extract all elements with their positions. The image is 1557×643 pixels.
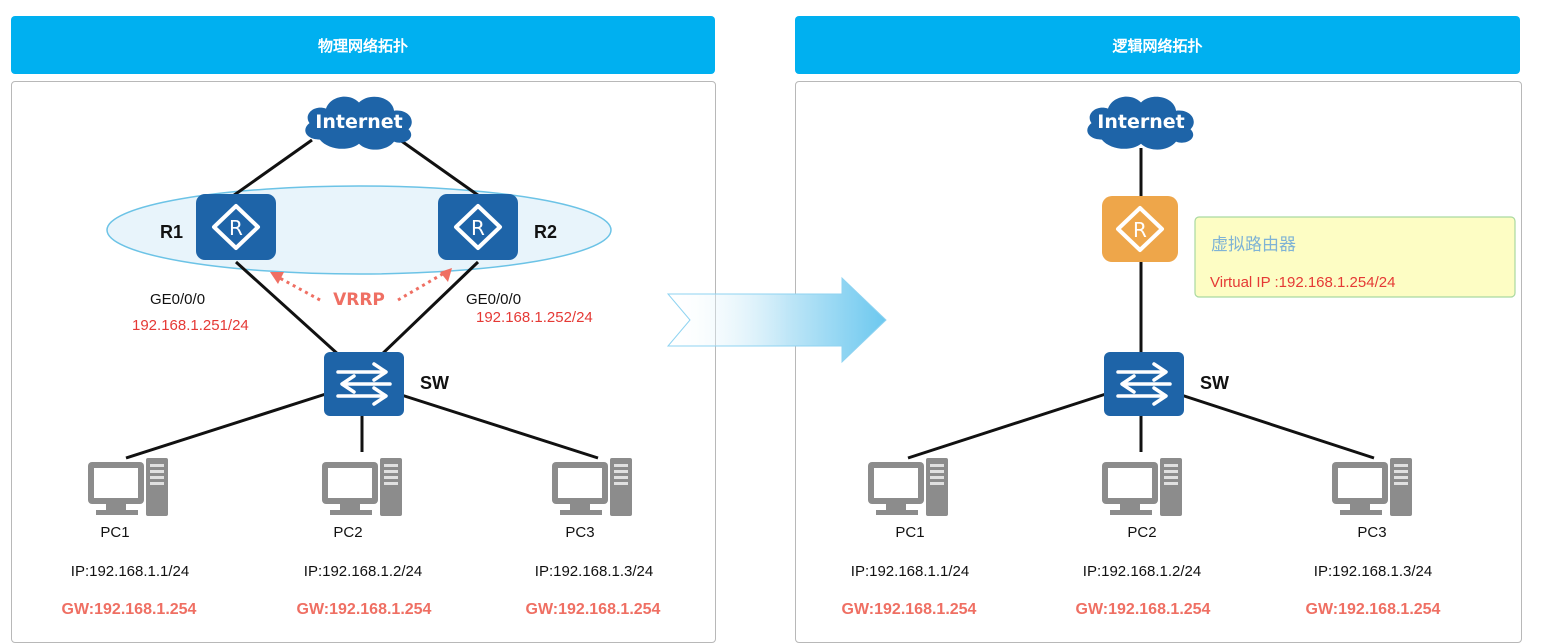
link-sw-pc3 bbox=[1171, 390, 1375, 460]
vrrp-arrowhead-right bbox=[440, 268, 452, 282]
internet-label: Internet bbox=[1097, 111, 1184, 133]
logical-topology-header: 逻辑网络拓扑 bbox=[795, 16, 1520, 74]
pc-icon bbox=[868, 458, 948, 516]
virtual-router-title: 虚拟路由器 bbox=[1211, 235, 1296, 255]
pc1-name: PC1 bbox=[100, 524, 129, 541]
pc2-name: PC2 bbox=[1127, 524, 1156, 541]
physical-topology-header: 物理网络拓扑 bbox=[11, 16, 715, 74]
pc1-gw: GW:192.168.1.254 bbox=[842, 601, 977, 618]
pc-icon bbox=[552, 458, 632, 516]
pc2[interactable] bbox=[322, 458, 402, 516]
pc2-gw: GW:192.168.1.254 bbox=[297, 601, 432, 618]
link-r2-sw bbox=[378, 260, 480, 358]
pc1-gw: GW:192.168.1.254 bbox=[62, 601, 197, 618]
virtual-router[interactable] bbox=[1102, 196, 1178, 262]
r1-label: R1 bbox=[160, 222, 183, 242]
arrow-right-icon bbox=[666, 276, 887, 364]
virtual-router-info-box: 虚拟路由器 Virtual IP :192.168.1.254/24 bbox=[1194, 216, 1516, 298]
pc2-ip: IP:192.168.1.2/24 bbox=[304, 563, 422, 580]
r1-ip: 192.168.1.251/24 bbox=[132, 317, 249, 334]
pc3-gw: GW:192.168.1.254 bbox=[1306, 601, 1441, 618]
pc2[interactable] bbox=[1102, 458, 1182, 516]
topology-diagram: R bbox=[62, 96, 1516, 618]
link-sw-pc1 bbox=[907, 390, 1113, 460]
link-internet-r1 bbox=[229, 138, 313, 200]
link-r1-sw bbox=[234, 260, 342, 358]
pc1-ip: IP:192.168.1.1/24 bbox=[71, 563, 189, 580]
r1-interface: GE0/0/0 bbox=[150, 291, 205, 308]
pc-icon bbox=[1332, 458, 1412, 516]
pc3-gw: GW:192.168.1.254 bbox=[526, 601, 661, 618]
pc3-name: PC3 bbox=[565, 524, 594, 541]
pc3[interactable] bbox=[552, 458, 632, 516]
logical-links bbox=[907, 148, 1375, 460]
pc2-gw: GW:192.168.1.254 bbox=[1076, 601, 1211, 618]
physical-topology: Internet R1 R2 VRRP GE0/0/0 192.168.1.25… bbox=[62, 96, 661, 618]
pc2-name: PC2 bbox=[333, 524, 362, 541]
pc1[interactable] bbox=[88, 458, 168, 516]
sw-label: SW bbox=[1200, 373, 1229, 393]
link-sw-pc1 bbox=[125, 390, 333, 460]
pc3-name: PC3 bbox=[1357, 524, 1386, 541]
pc2-ip: IP:192.168.1.2/24 bbox=[1083, 563, 1201, 580]
vrrp-arrowhead-left bbox=[270, 272, 284, 284]
pc1-name: PC1 bbox=[895, 524, 924, 541]
vrrp-arrows bbox=[275, 270, 447, 302]
r2-interface: GE0/0/0 bbox=[466, 291, 521, 308]
pc1[interactable] bbox=[868, 458, 948, 516]
pc-icon bbox=[322, 458, 402, 516]
router-r1[interactable] bbox=[196, 194, 276, 260]
pc3[interactable] bbox=[1332, 458, 1412, 516]
logical-topology-title: 逻辑网络拓扑 bbox=[1112, 36, 1203, 55]
sw-label: SW bbox=[420, 373, 449, 393]
pc3-ip: IP:192.168.1.3/24 bbox=[1314, 563, 1432, 580]
link-internet-r2 bbox=[399, 138, 483, 200]
pc3-ip: IP:192.168.1.3/24 bbox=[535, 563, 653, 580]
r2-ip: 192.168.1.252/24 bbox=[476, 309, 593, 326]
router-r2[interactable] bbox=[438, 194, 518, 260]
physical-links bbox=[125, 138, 599, 460]
r2-label: R2 bbox=[534, 222, 557, 242]
switch-sw[interactable] bbox=[1104, 352, 1184, 416]
link-sw-pc3 bbox=[391, 390, 599, 460]
vrrp-label: VRRP bbox=[333, 290, 385, 310]
logical-topology: Internet 虚拟路由器 Virtual IP :192.168.1.254… bbox=[842, 96, 1516, 618]
pc-icon bbox=[88, 458, 168, 516]
internet-label: Internet bbox=[315, 111, 402, 133]
physical-topology-title: 物理网络拓扑 bbox=[317, 36, 408, 55]
switch-sw[interactable] bbox=[324, 352, 404, 416]
virtual-ip: Virtual IP :192.168.1.254/24 bbox=[1210, 274, 1395, 291]
pc1-ip: IP:192.168.1.1/24 bbox=[851, 563, 969, 580]
pc-icon bbox=[1102, 458, 1182, 516]
